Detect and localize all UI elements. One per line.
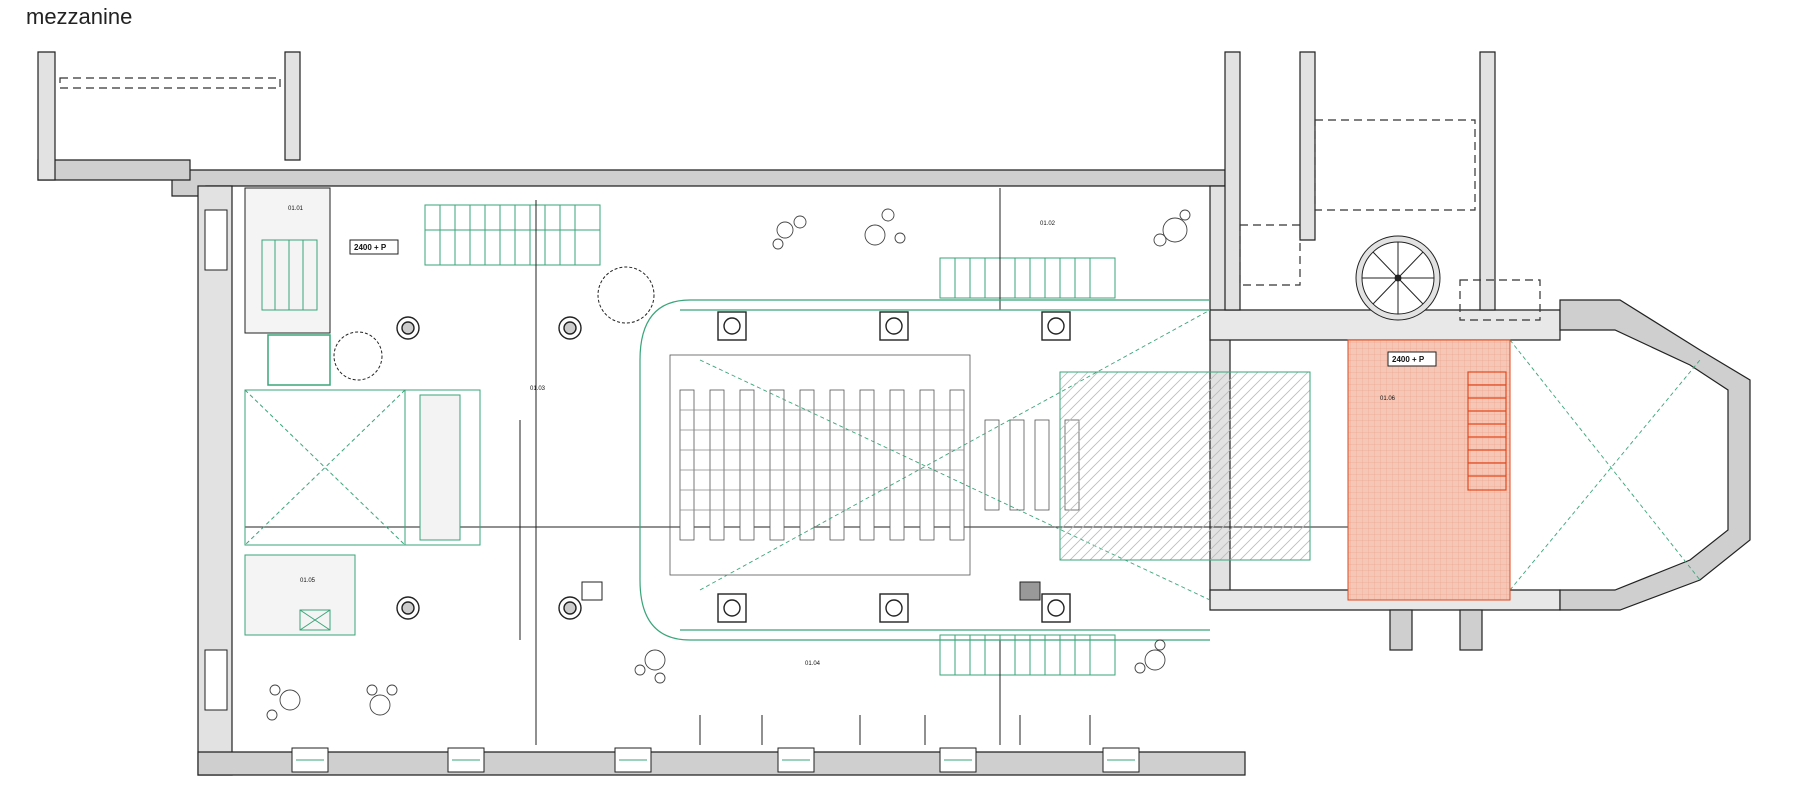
column-icon bbox=[879, 311, 909, 341]
columns bbox=[396, 311, 1071, 623]
equipment-box bbox=[581, 581, 603, 601]
tag-left: 2400 + P bbox=[354, 243, 387, 252]
column-icon bbox=[879, 593, 909, 623]
tag-box-right bbox=[1387, 351, 1437, 367]
column-icon bbox=[717, 311, 747, 341]
kitchen-block bbox=[404, 389, 481, 546]
tree-icon bbox=[266, 684, 301, 721]
column-icon bbox=[1041, 593, 1071, 623]
dashed-outline bbox=[59, 77, 1541, 321]
tree-icon bbox=[864, 208, 906, 246]
room-label-hall: 01.03 bbox=[530, 386, 546, 392]
tree-icon bbox=[1153, 209, 1191, 247]
stair-core-left: 01.01 bbox=[244, 187, 331, 386]
spiral-stair-icon bbox=[1355, 235, 1441, 321]
column-icon bbox=[558, 316, 582, 340]
column-icon bbox=[396, 316, 420, 340]
auditorium bbox=[639, 299, 1210, 641]
column-icon bbox=[558, 596, 582, 620]
room-highlight-red bbox=[1347, 339, 1511, 601]
column-icon bbox=[717, 593, 747, 623]
room-label-north-right: 01.02 bbox=[1040, 221, 1056, 227]
tag-box-left bbox=[349, 239, 399, 255]
tag-right: 2400 + P bbox=[1392, 355, 1425, 364]
seat-rows bbox=[669, 354, 1080, 576]
column-icon bbox=[1041, 311, 1071, 341]
tree-icon bbox=[634, 649, 666, 684]
room-label-stair: 01.01 bbox=[288, 206, 304, 212]
south-posts bbox=[699, 715, 1091, 745]
room-label-south: 01.04 bbox=[805, 661, 821, 667]
trees bbox=[266, 208, 1191, 721]
room-label-apse: 01.06 bbox=[1380, 396, 1396, 402]
red-stair bbox=[1467, 371, 1507, 491]
column-icon bbox=[396, 596, 420, 620]
drawing-title: mezzanine bbox=[26, 4, 133, 29]
room-label-wc: 01.05 bbox=[300, 578, 316, 584]
tree-icon bbox=[772, 215, 807, 250]
wc-block bbox=[244, 554, 356, 636]
door-swings bbox=[333, 266, 655, 381]
equipment-box bbox=[1019, 581, 1041, 601]
windows-west bbox=[204, 209, 228, 711]
stage-floor bbox=[1059, 371, 1311, 561]
tree-icon bbox=[1134, 639, 1166, 674]
walls bbox=[37, 51, 1751, 776]
tree-icon bbox=[366, 684, 398, 716]
void-left bbox=[244, 389, 406, 546]
